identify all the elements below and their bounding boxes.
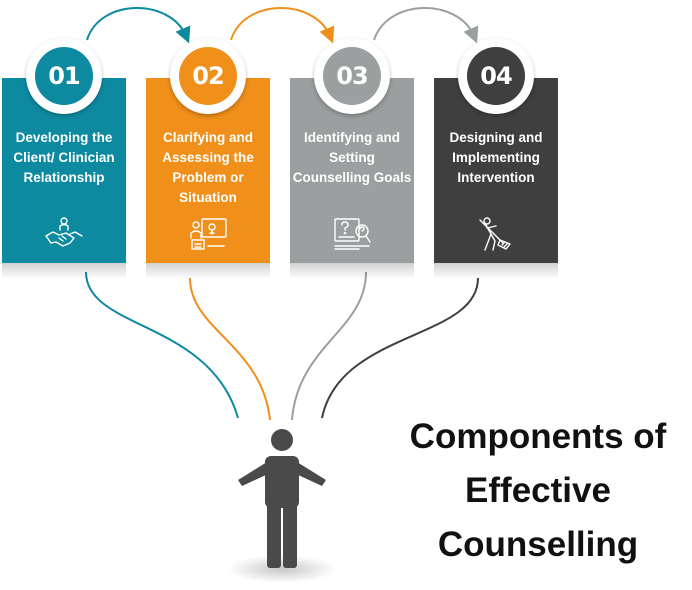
arrow-03-to-04 [373,7,479,44]
badge-01: 01 [26,38,102,114]
step-02-label: Clarifying and Assessing the Problem or … [162,130,254,205]
assessment-board-icon [190,218,227,250]
card-02-shadow [146,263,270,279]
step-02-number: 02 [179,47,237,105]
handshake-icon [45,217,83,247]
step-04-label: Designing and Implementing Intervention [449,130,543,185]
arrow-02-to-03 [230,7,335,44]
curve-dark [321,277,479,419]
card-03-shadow [290,263,414,279]
shrugging-person-icon [238,429,326,568]
step-04-number: 04 [467,47,525,105]
person-shadow [227,555,337,583]
badge-02: 02 [170,38,246,114]
step-01-label: Developing the Client/ Clinician Relatio… [13,130,115,185]
step-03-label: Identifying and Setting Counselling Goal… [292,130,412,185]
step-01-number: 01 [35,47,93,105]
sweeping-person-icon [479,217,511,251]
card-01-shadow [2,263,126,279]
curve-gray [291,271,367,421]
badge-04: 04 [458,38,534,114]
card-04-shadow [434,263,558,279]
curve-teal [85,271,239,419]
goal-question-icon [334,218,371,250]
curve-orange [189,277,271,421]
badge-03: 03 [314,38,390,114]
arrow-01-to-02 [86,7,191,44]
step-03-number: 03 [323,47,381,105]
diagram-title: Components of Effective Counselling [409,417,667,564]
